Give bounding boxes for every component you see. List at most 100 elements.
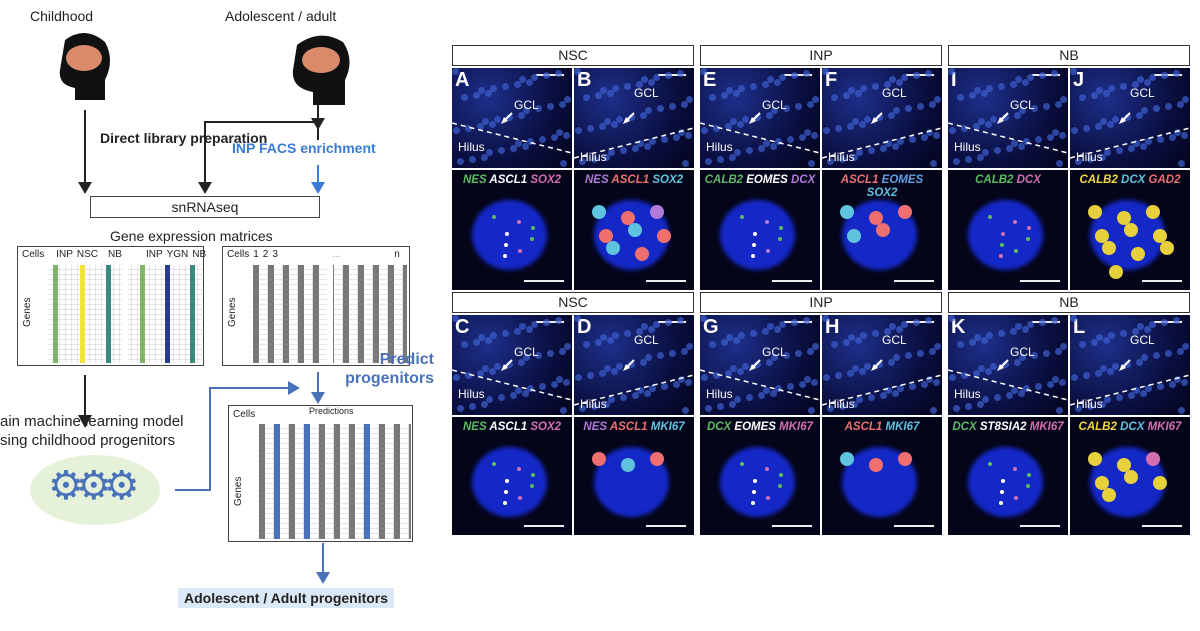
nucleus <box>612 85 619 92</box>
nucleus <box>535 105 542 112</box>
hilus-label: Hilus <box>1076 150 1103 164</box>
nucleus <box>775 385 782 392</box>
nucleus <box>575 127 582 134</box>
nucleus <box>1103 90 1110 97</box>
nucleus <box>763 387 770 394</box>
scale-bar <box>1154 321 1182 323</box>
nucleus <box>1043 103 1050 110</box>
signal-spot <box>504 243 508 247</box>
closeup-image: ASCL1 MKI67 <box>822 417 942 535</box>
marker-label: MKI67 <box>650 421 685 433</box>
nucleus <box>551 134 558 141</box>
nucleus <box>799 134 806 141</box>
boundary-line <box>948 112 1068 154</box>
nucleus <box>807 101 814 108</box>
nucleus <box>637 387 644 394</box>
nucleus <box>574 68 581 75</box>
nucleus <box>1083 125 1090 132</box>
nucleus <box>709 94 716 101</box>
nucleus <box>669 350 676 357</box>
signal-spot <box>778 484 782 488</box>
nucleus <box>1056 407 1063 414</box>
signal-spot <box>740 215 744 219</box>
nucleus <box>889 76 896 83</box>
signal-spot <box>1027 473 1031 477</box>
nucleus <box>543 319 550 326</box>
nucleus <box>636 81 643 88</box>
marker-label: ASCL1 <box>611 174 650 186</box>
child-head-icon <box>59 32 110 100</box>
nucleus <box>624 330 631 337</box>
nucleus <box>644 390 651 397</box>
nucleus <box>808 407 815 414</box>
nucleus <box>982 149 989 156</box>
nucleus <box>481 154 488 161</box>
nucleus <box>1145 138 1152 145</box>
probe-dot <box>1131 247 1145 261</box>
nucleus <box>1059 132 1066 139</box>
signal-spot <box>517 467 521 471</box>
nucleus <box>632 392 639 399</box>
nucleus <box>1091 92 1098 99</box>
nucleus <box>1019 354 1026 361</box>
nucleus <box>734 396 741 403</box>
nucleus <box>986 332 993 339</box>
nucleus <box>673 134 680 141</box>
nucleus <box>804 376 811 383</box>
nucleus <box>498 394 505 401</box>
nucleus <box>701 127 708 134</box>
scale-bar <box>894 525 934 527</box>
probe-dot <box>869 458 883 472</box>
nucleus <box>978 118 985 125</box>
nucleus <box>799 381 806 388</box>
nucleus <box>921 134 928 141</box>
nucleus <box>977 154 984 161</box>
nucleus <box>564 96 571 103</box>
probe-dot <box>1146 205 1160 219</box>
col-label: 2 <box>262 249 269 260</box>
col-label: ... <box>331 249 341 260</box>
nucleus <box>957 341 964 348</box>
nucleus <box>583 341 590 348</box>
nucleus <box>1112 116 1119 123</box>
matrix-grid <box>253 265 407 363</box>
boundary-line <box>1070 112 1190 159</box>
scale-bar <box>772 280 812 282</box>
nucleus <box>994 394 1001 401</box>
nucleus <box>527 138 534 145</box>
marker-labels: CALB2 EOMES DCX <box>704 174 816 187</box>
nucleus <box>1002 361 1009 368</box>
nucleus <box>884 328 891 335</box>
nucleus <box>535 352 542 359</box>
nucleus <box>518 112 525 119</box>
col-label: 3 <box>272 249 278 260</box>
nucleus <box>1060 343 1067 350</box>
scale-bar <box>646 525 686 527</box>
nucleus <box>632 145 639 152</box>
probe-dot <box>1117 211 1131 225</box>
nucleus <box>628 114 635 121</box>
nucleus <box>1023 385 1030 392</box>
nucleus <box>1112 363 1119 370</box>
nucleus <box>514 81 521 88</box>
nucleus <box>628 361 635 368</box>
col-label: INP <box>145 249 163 260</box>
nucleus <box>921 381 928 388</box>
nucleus <box>579 405 586 412</box>
nucleus <box>985 368 992 375</box>
nucleus <box>649 138 656 145</box>
nucleus <box>522 143 529 150</box>
marker-label: NES <box>584 174 609 186</box>
nucleus <box>640 359 647 366</box>
nucleus <box>888 112 895 119</box>
scale-bar <box>906 321 934 323</box>
nucleus <box>896 79 903 86</box>
probe-dot <box>898 205 912 219</box>
scale-bar <box>1154 74 1182 76</box>
nucleus <box>763 140 770 147</box>
adult-label: Adolescent / adult <box>225 8 337 24</box>
nucleus <box>641 76 648 83</box>
marker-label: ASCL1 <box>844 421 883 433</box>
